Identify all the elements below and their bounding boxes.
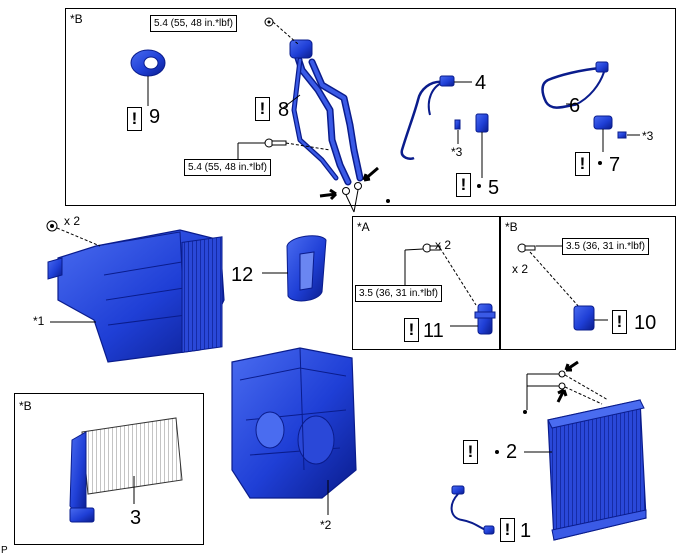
frame-mid-left — [352, 216, 500, 350]
torque-label-part10: 3.5 (36, 31 in.*lbf) — [562, 238, 649, 255]
part-4-harness — [400, 75, 455, 160]
o-ring — [558, 370, 566, 378]
part-8-block — [289, 39, 313, 59]
part-5-sensor — [475, 113, 489, 133]
part-10-actuator — [573, 305, 595, 331]
part-number-9: 9 — [149, 106, 161, 128]
part-number-8: 8 — [278, 99, 290, 121]
part-12-grille — [286, 235, 327, 302]
label-star-3-right: *3 — [642, 129, 654, 143]
warning-icon: ! — [127, 107, 142, 131]
frame-top — [65, 8, 676, 206]
part-11-actuator — [474, 303, 496, 335]
bullet-dot — [386, 199, 390, 203]
label-star-a: *A — [357, 220, 370, 234]
o-ring — [342, 187, 350, 195]
part-number-5: 5 — [488, 177, 500, 199]
part-3-heater-core — [69, 417, 183, 523]
warning-icon: ! — [463, 440, 478, 464]
part-star1-housing — [47, 229, 225, 363]
bullet-dot — [477, 184, 481, 188]
label-star-b-right: *B — [505, 220, 518, 234]
part-number-2: 2 — [506, 441, 518, 463]
bullet-dot — [598, 161, 602, 165]
torque-label-top: 5.4 (55, 48 in.*lbf) — [150, 15, 237, 32]
part-7-connector — [593, 115, 613, 130]
part-1-sensor-wire — [450, 485, 495, 535]
label-star-1: *1 — [33, 314, 45, 328]
part-number-10: 10 — [634, 312, 657, 334]
frame-bottom-left — [14, 393, 204, 545]
warning-icon: ! — [575, 152, 590, 176]
label-times-2-c: x 2 — [512, 262, 529, 276]
label-star-b-top: *B — [70, 12, 83, 26]
o-ring — [558, 382, 566, 390]
part-number-7: 7 — [609, 154, 621, 176]
part-2-evaporator — [547, 399, 647, 541]
label-star-b-bottom: *B — [19, 399, 32, 413]
part-number-3: 3 — [130, 507, 142, 529]
clip-icon — [617, 131, 627, 139]
clip-icon — [454, 119, 461, 130]
label-times-2-a: x 2 — [64, 214, 81, 228]
torque-label-mid: 5.4 (55, 48 in.*lbf) — [184, 159, 271, 176]
warning-icon: ! — [404, 318, 419, 342]
warning-icon: ! — [456, 173, 471, 197]
label-times-2-b: x 2 — [435, 238, 452, 252]
part-number-4: 4 — [475, 72, 487, 94]
o-ring — [354, 182, 362, 190]
part-star2-case — [231, 347, 357, 499]
warning-icon: ! — [255, 97, 270, 121]
frame-mid-right — [500, 216, 676, 350]
label-page-tag: P — [1, 545, 8, 556]
bullet-dot — [495, 450, 499, 454]
label-star-2: *2 — [320, 518, 332, 532]
warning-icon: ! — [500, 518, 515, 542]
label-star-3-left: *3 — [451, 145, 463, 159]
part-number-11: 11 — [423, 320, 444, 342]
torque-label-part11: 3.5 (36, 31 in.*lbf) — [355, 285, 442, 302]
warning-icon: ! — [612, 310, 627, 334]
part-number-1: 1 — [520, 520, 532, 542]
part-number-6: 6 — [569, 95, 581, 117]
part-8-pipe — [291, 48, 364, 186]
bullet-dot — [523, 410, 527, 414]
part-6-harness — [541, 61, 609, 109]
part-number-12: 12 — [231, 264, 254, 286]
part-9-ring — [130, 49, 166, 77]
